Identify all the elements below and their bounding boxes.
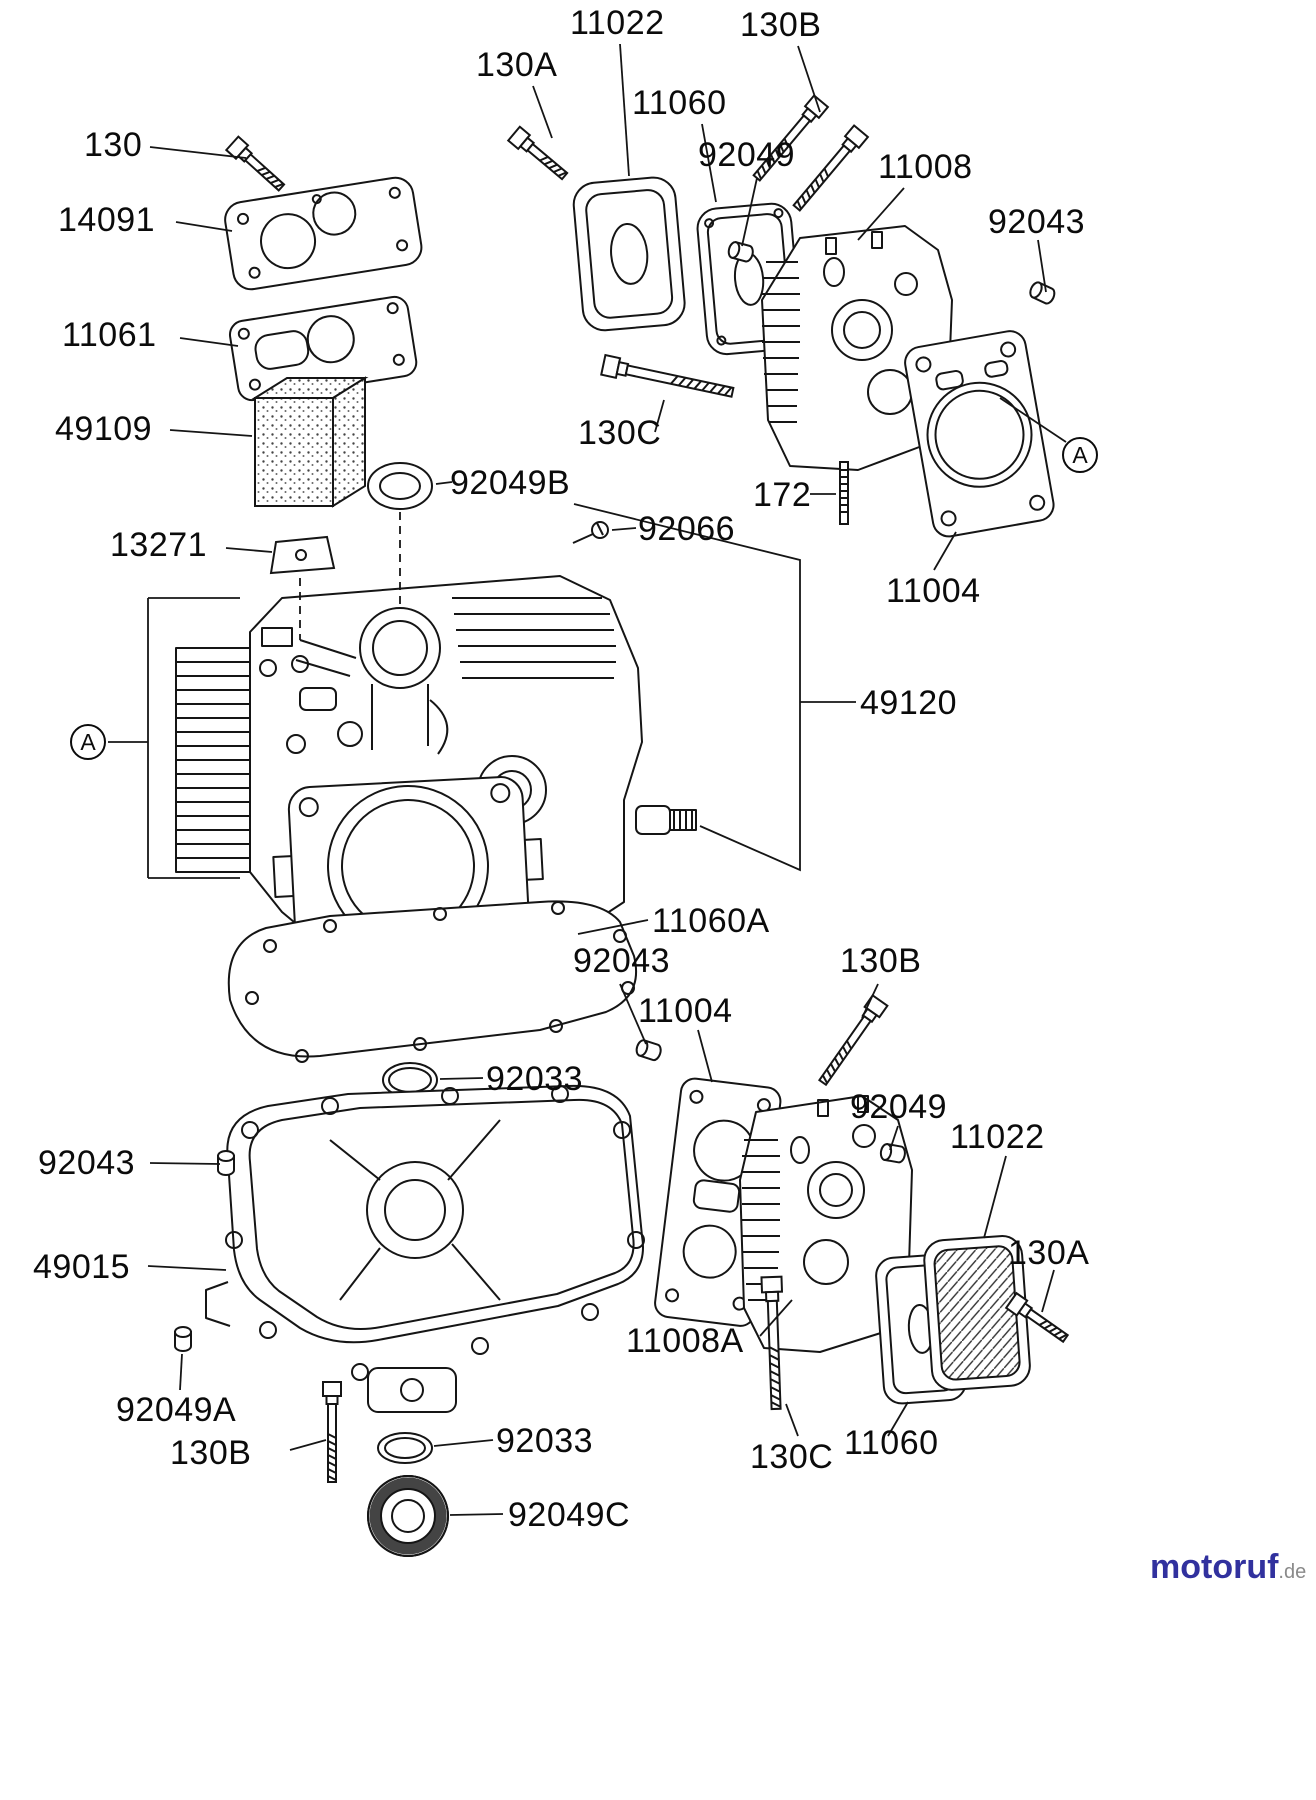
part-cover-14091	[224, 176, 423, 291]
part-oring-92033-bottom	[377, 1432, 433, 1464]
callout-14091: 14091	[58, 201, 156, 239]
callout-49015: 49015	[33, 1248, 131, 1286]
view-marker-a-right-label: A	[1072, 441, 1088, 468]
callout-92043-left: 92043	[38, 1144, 136, 1182]
part-bolt-130a-top	[507, 125, 572, 184]
part-screw-92066	[572, 521, 609, 544]
callout-11004-bottom: 11004	[638, 992, 733, 1030]
part-head-gasket-11004-top	[904, 330, 1055, 538]
callout-11060-bottom: 11060	[844, 1424, 939, 1462]
callout-92049a: 92049A	[116, 1391, 237, 1429]
part-gasket-11061	[228, 295, 418, 402]
callout-92043-mid: 92043	[573, 942, 671, 980]
callout-11022-top: 11022	[570, 4, 665, 42]
part-crankcase-49120	[175, 575, 697, 956]
callout-11061: 11061	[62, 316, 157, 354]
part-bolt-130	[225, 135, 289, 196]
watermark-brand[interactable]: motoruf	[1150, 1548, 1279, 1586]
callout-92049-bottom: 92049	[850, 1088, 948, 1126]
callout-130c-top: 130C	[578, 414, 662, 452]
part-stud-172	[839, 461, 849, 525]
part-plug-92043-left	[217, 1150, 235, 1176]
part-oring-92049b	[367, 462, 433, 510]
callout-11004-top: 11004	[886, 572, 981, 610]
part-foam-element-49109	[251, 376, 369, 508]
callout-92049-top: 92049	[698, 136, 796, 174]
callout-11022-bottom: 11022	[950, 1118, 1045, 1156]
view-marker-a-right: A	[1062, 437, 1098, 473]
callout-92043-top: 92043	[988, 203, 1086, 241]
callout-13271: 13271	[110, 526, 208, 564]
callout-130b-top: 130B	[740, 6, 822, 44]
callout-11060-top: 11060	[632, 84, 727, 122]
callout-11008a: 11008A	[626, 1322, 744, 1360]
part-oil-seal-92049c	[367, 1475, 449, 1557]
callout-92049b: 92049B	[450, 464, 571, 502]
part-plug-92043-mid	[633, 1037, 664, 1063]
callout-92049c: 92049C	[508, 1496, 631, 1534]
view-marker-a-left: A	[70, 724, 106, 760]
callout-11060a: 11060A	[652, 902, 770, 940]
callout-49109: 49109	[55, 410, 153, 448]
callout-92033-bottom: 92033	[496, 1422, 594, 1460]
callout-92033-top: 92033	[486, 1060, 584, 1098]
watermark[interactable]: motoruf.de	[1150, 1548, 1306, 1587]
part-plug-92049a	[174, 1326, 192, 1352]
callout-130b-bottom: 130B	[170, 1434, 252, 1472]
part-valve-cover-11022-bottom	[923, 1235, 1031, 1391]
callout-49120: 49120	[860, 684, 958, 722]
part-plug-92049-bottom	[878, 1142, 908, 1165]
callout-130c-bottom: 130C	[750, 1438, 834, 1476]
part-oil-pan-49015	[205, 1084, 645, 1413]
part-bolt-130b-bottom	[322, 1381, 342, 1483]
view-marker-a-left-label: A	[80, 728, 96, 755]
callout-11008: 11008	[878, 148, 973, 186]
watermark-suffix: .de	[1278, 1561, 1307, 1583]
callout-130a-top: 130A	[476, 46, 558, 84]
part-plug-92043-top	[1027, 279, 1058, 307]
callout-130-topleft: 130	[84, 126, 143, 164]
part-breather-fitting	[635, 805, 697, 835]
callout-130a-bottom: 130A	[1008, 1234, 1090, 1272]
leader-lines	[108, 43, 1067, 1516]
part-plate-13271	[269, 535, 336, 575]
callout-130b-midright: 130B	[840, 942, 922, 980]
callout-92066: 92066	[638, 510, 736, 548]
callout-172: 172	[753, 476, 812, 514]
part-valve-cover-11022-top	[572, 176, 686, 332]
part-bolt-130b-midright	[814, 994, 889, 1089]
part-gasket-11060a	[227, 900, 638, 1063]
part-bolt-130c-top	[600, 354, 736, 404]
